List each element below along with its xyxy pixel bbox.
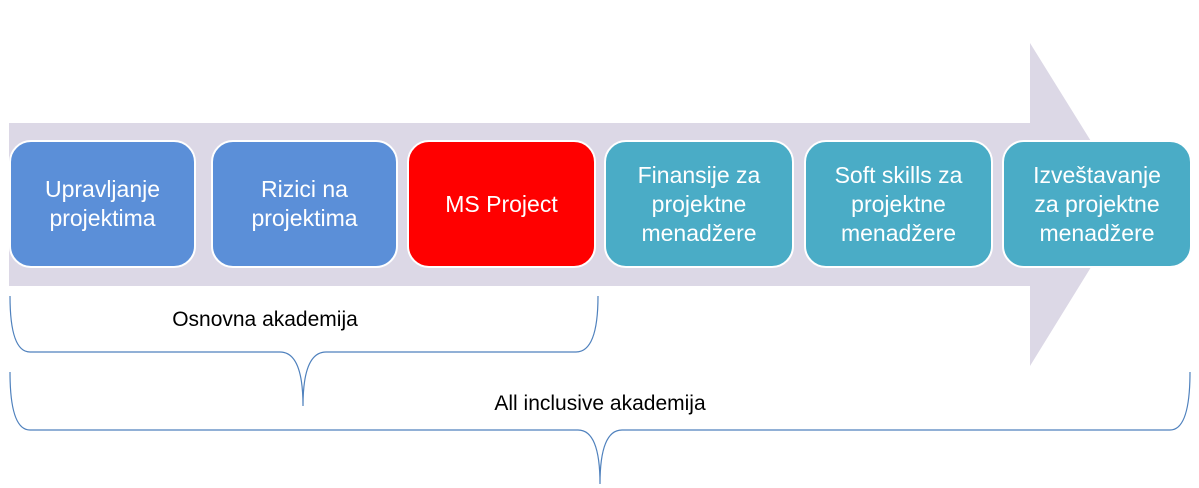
basic-academy-brace [9,295,599,407]
basic-academy-label: Osnovna akademija [172,308,358,331]
step-ms-project: MS Project [407,140,596,268]
step-soft-skills: Soft skills za projektne menadžere [804,140,993,268]
step-upravljanje-projektima: Upravljanje projektima [9,140,196,268]
all-inclusive-academy-label: All inclusive akademija [494,392,706,415]
step-rizici-na-projektima: Rizici na projektima [211,140,398,268]
step-finansije: Finansije za projektne menadžere [604,140,794,268]
all-inclusive-brace [9,371,1191,485]
step-izvestavanje: Izveštavanje za projektne menadžere [1002,140,1192,268]
